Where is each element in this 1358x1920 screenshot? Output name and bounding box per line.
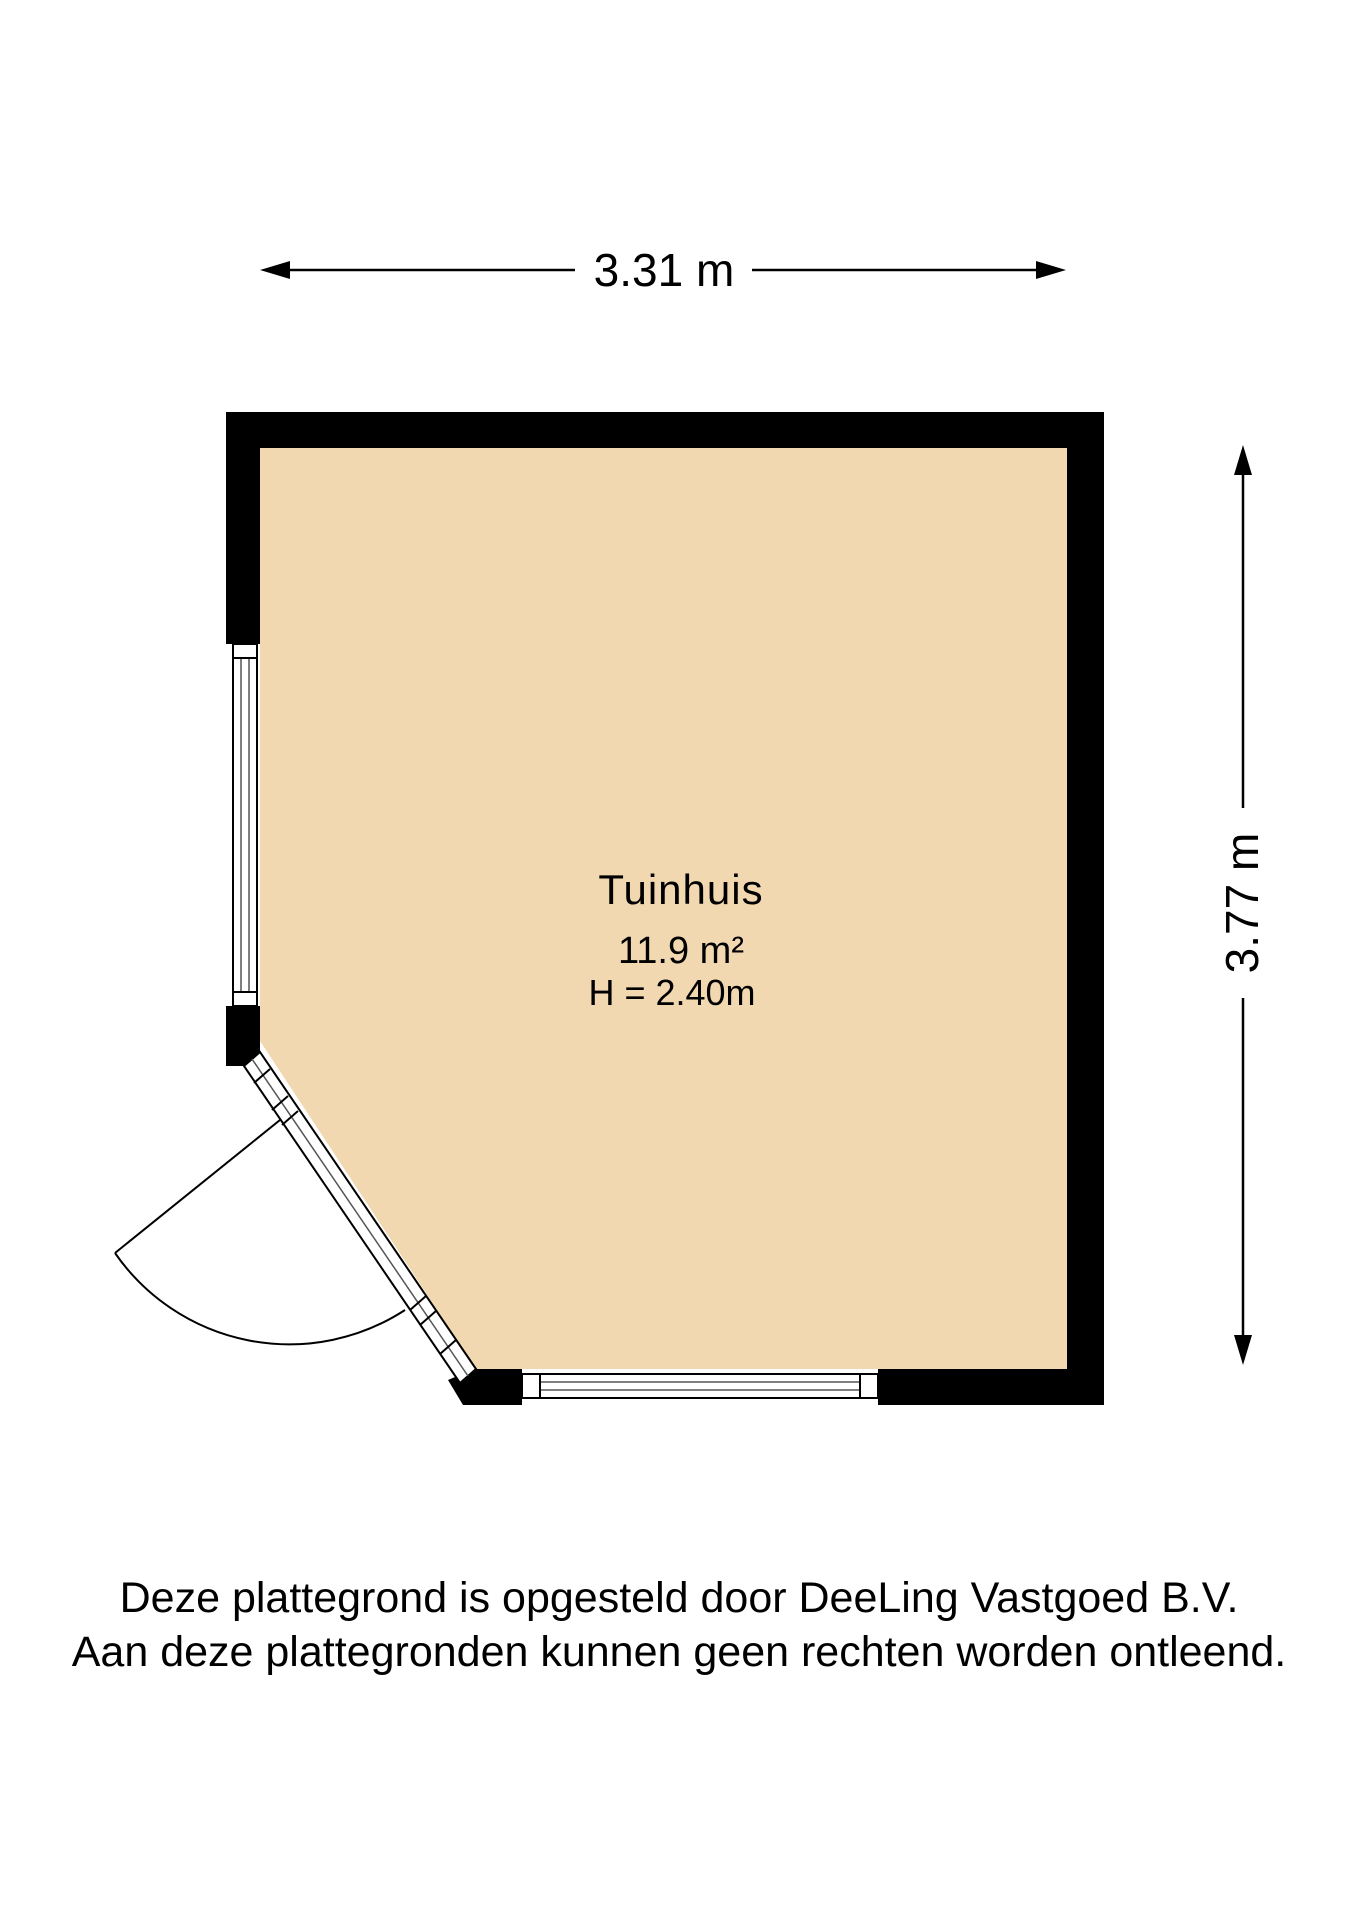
- disclaimer-line-1: Deze plattegrond is opgesteld door DeeLi…: [119, 1574, 1239, 1622]
- room-floor: [260, 447, 1067, 1369]
- width-dimension: 3.31 m: [260, 244, 1066, 296]
- wall-left-upper: [226, 412, 260, 644]
- height-dimension-label: 3.77 m: [1216, 833, 1268, 974]
- window-left-frame: [232, 643, 258, 1007]
- walls: [226, 412, 1104, 1405]
- door-jamb-2: [271, 1095, 289, 1111]
- width-arrow-left: [260, 261, 290, 279]
- window-bottom-frame: [521, 1373, 879, 1399]
- door-jamb-1: [253, 1068, 271, 1084]
- height-arrow-top: [1234, 445, 1252, 475]
- room-area: 11.9 m²: [618, 930, 744, 972]
- room-name: Tuinhuis: [598, 866, 763, 913]
- door-jamb-4: [409, 1295, 427, 1311]
- height-dimension: 3.77 m: [1216, 445, 1268, 1365]
- window-bottom: [521, 1373, 879, 1399]
- window-left: [232, 643, 258, 1007]
- wall-bottom-right: [878, 1369, 1104, 1405]
- door-jamb-3: [281, 1110, 299, 1126]
- wall-top: [226, 412, 1104, 448]
- width-dimension-label: 3.31 m: [594, 244, 735, 296]
- height-arrow-bottom: [1234, 1335, 1252, 1365]
- door-leaf: [114, 1119, 281, 1254]
- door-jamb-6: [439, 1339, 457, 1355]
- door-jamb-5: [419, 1310, 437, 1326]
- room-ceiling-height: H = 2.40m: [588, 972, 755, 1013]
- door-frame-line-1: [251, 1058, 469, 1377]
- wall-right: [1067, 412, 1104, 1405]
- wall-left-lower-corner: [226, 1006, 260, 1066]
- door-diagonal: [114, 1050, 478, 1385]
- width-arrow-right: [1036, 261, 1066, 279]
- door-swing-arc: [114, 1252, 406, 1346]
- disclaimer-line-2: Aan deze plattegronden kunnen geen recht…: [71, 1628, 1287, 1676]
